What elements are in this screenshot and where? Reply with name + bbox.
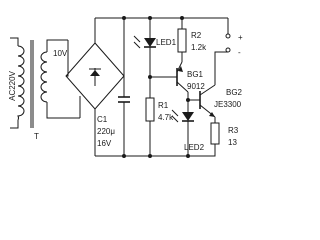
transistor-bg2: BG2 JE3300 (199, 84, 243, 118)
led1-label: LED1 (156, 38, 177, 47)
bg2-ref: BG2 (226, 88, 243, 97)
transformer-ref-label: T (34, 132, 39, 141)
bg1-ref: BG1 (187, 70, 204, 79)
transformer-secondary-label: 10V (53, 49, 68, 58)
r3-value: 13 (228, 138, 237, 147)
c1-ref: C1 (97, 115, 108, 124)
c1-value-1: 220μ (97, 127, 115, 136)
junction-dots (122, 16, 190, 158)
c1-value-2: 16V (97, 139, 112, 148)
transformer: AC220V 10V T (8, 37, 80, 141)
r1-ref: R1 (158, 101, 169, 110)
output-terminals: + - (225, 18, 243, 57)
led-led1: LED1 (133, 18, 177, 77)
r1-value: 4.7k (158, 113, 174, 122)
transformer-primary-label: AC220V (8, 70, 17, 100)
output-plus-label: + (238, 33, 243, 42)
circuit-schematic: AC220V 10V T C1 220μ 16V LED1 (8, 16, 243, 158)
r3-ref: R3 (228, 126, 239, 135)
bg2-type: JE3300 (214, 100, 242, 109)
capacitor-c1: C1 220μ 16V (97, 18, 130, 156)
r2-value: 1.2k (191, 43, 207, 52)
output-minus-label: - (238, 48, 241, 57)
resistor-r3: R3 13 (200, 122, 239, 157)
resistor-r1: R1 4.7k (145, 77, 174, 156)
led2-label: LED2 (184, 143, 205, 152)
r2-ref: R2 (191, 31, 202, 40)
resistor-r2: R2 1.2k (177, 18, 207, 62)
bg1-type: 9012 (187, 82, 205, 91)
bridge-rectifier (65, 18, 125, 156)
